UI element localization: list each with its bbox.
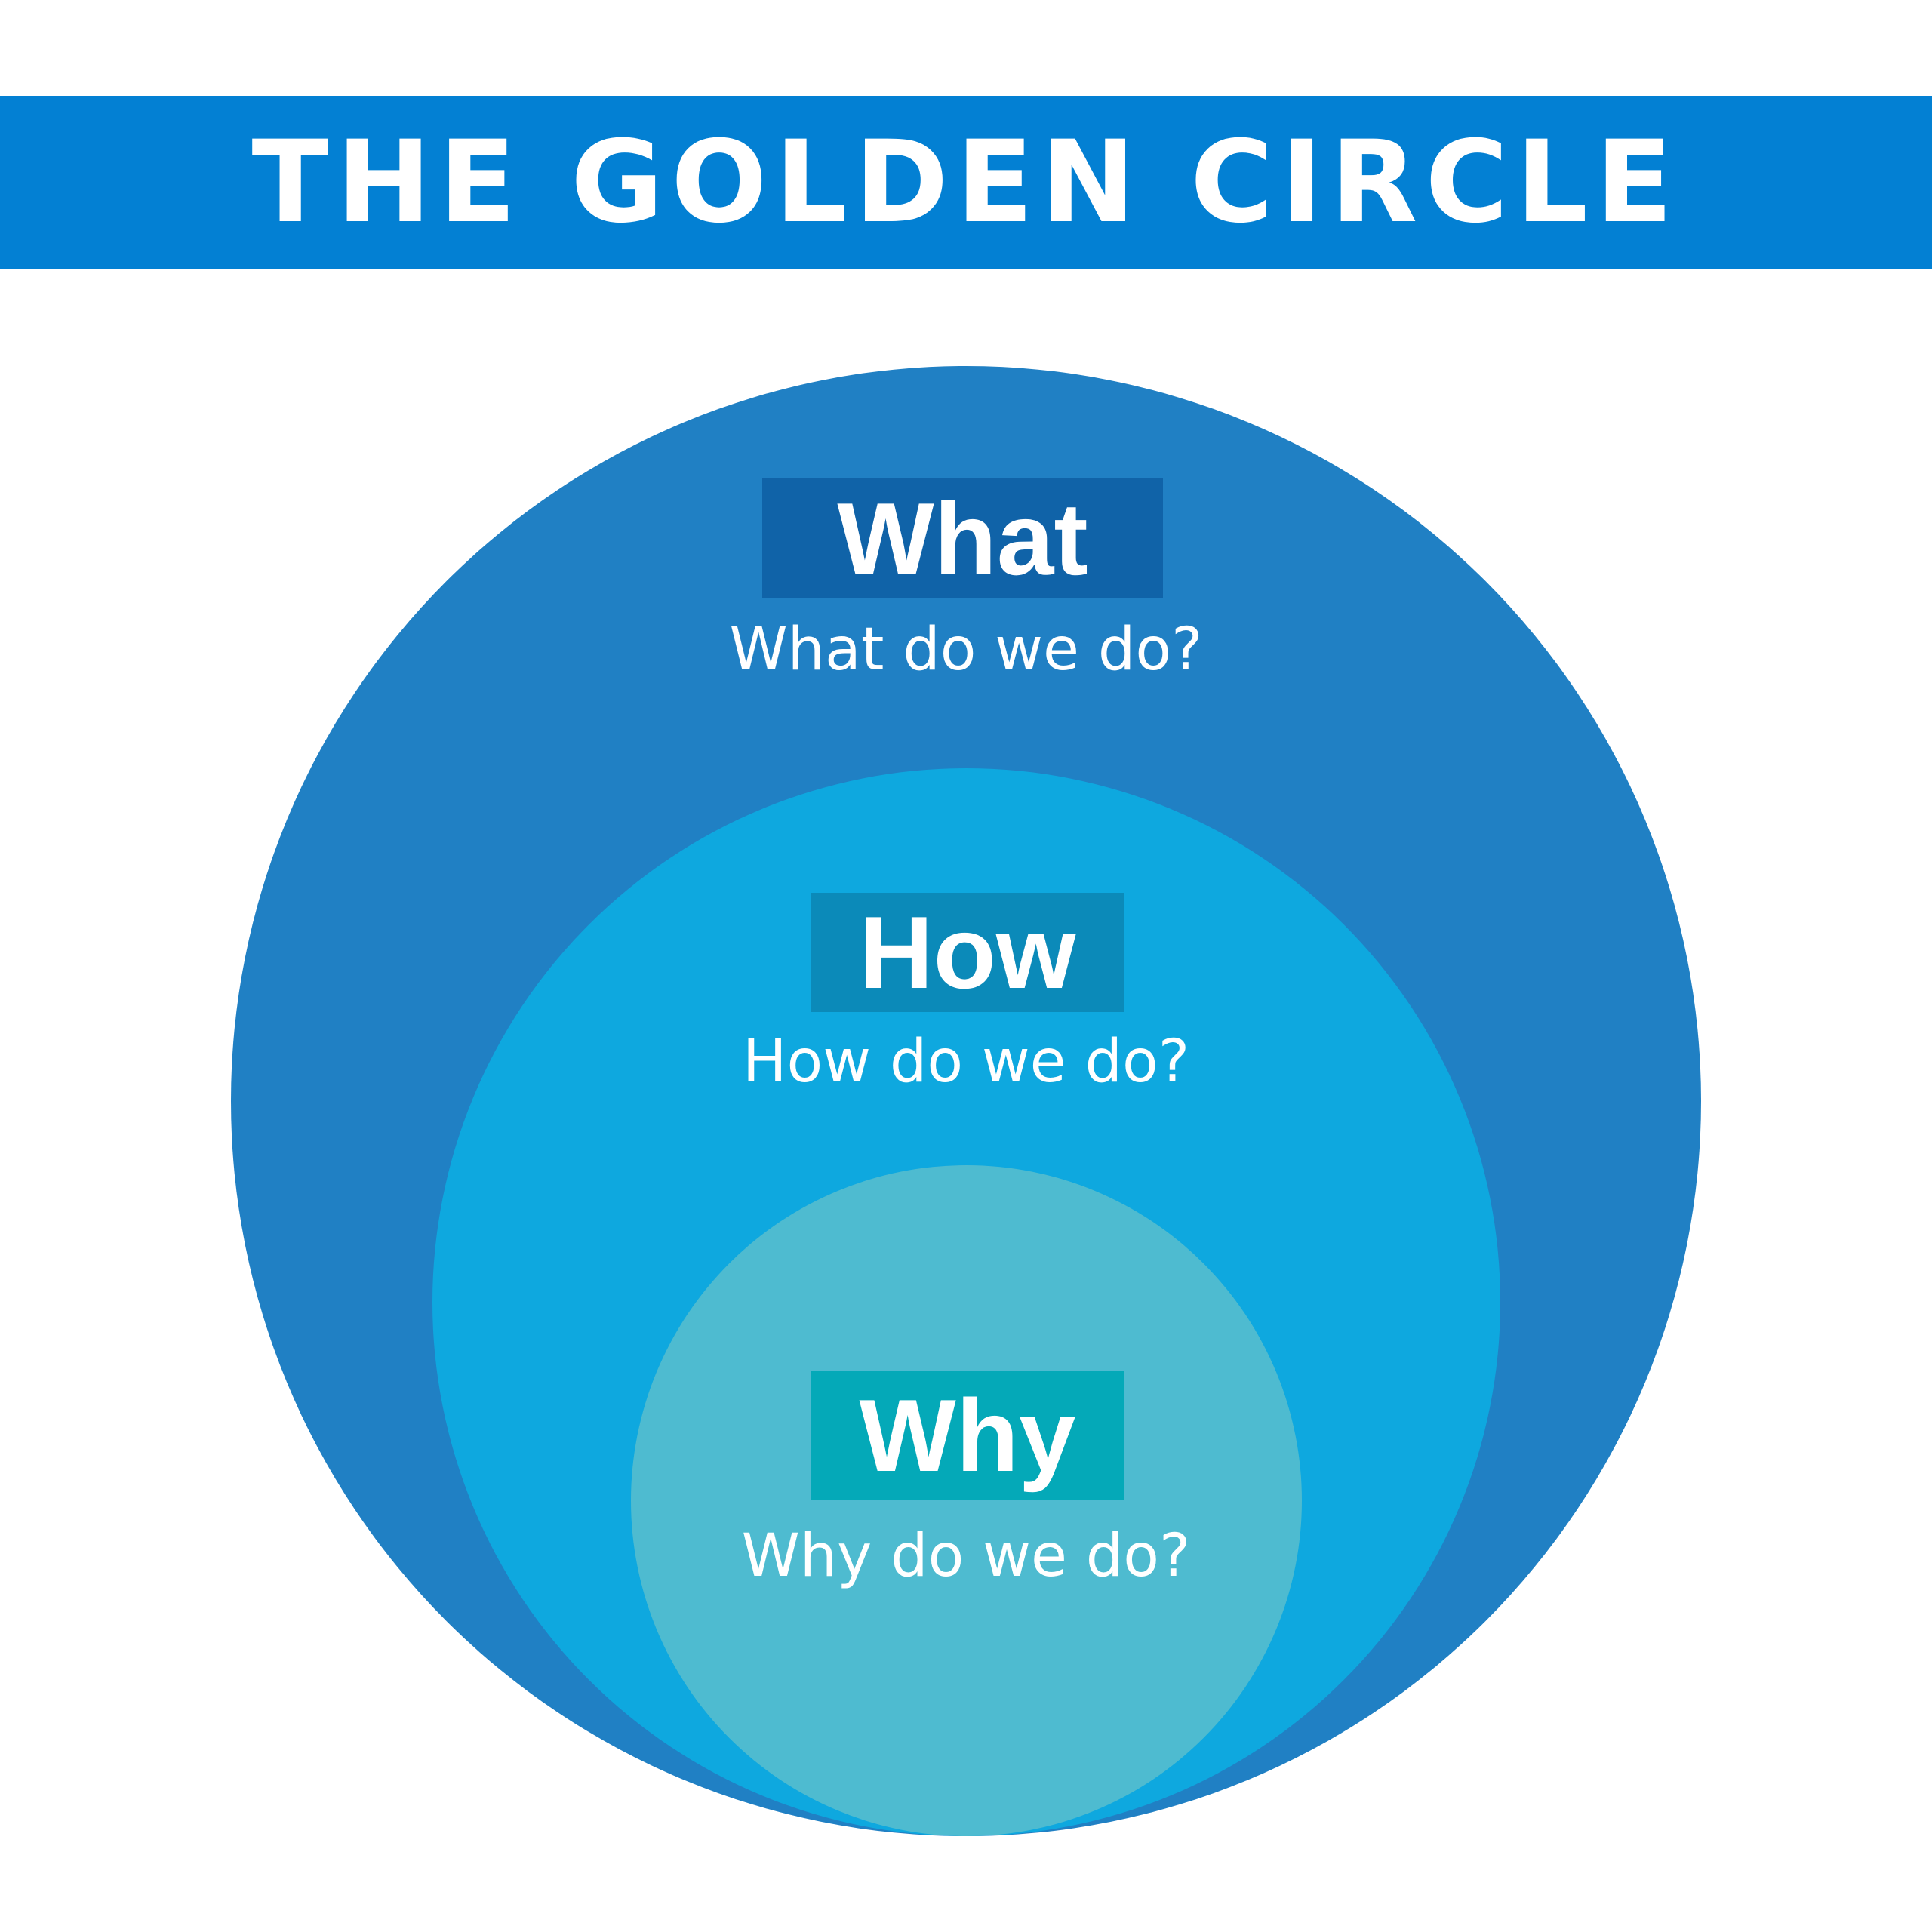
- what-label: What: [762, 478, 1163, 598]
- title-banner: THE GOLDEN CIRCLE: [0, 96, 1932, 269]
- how-label: How: [811, 893, 1124, 1012]
- why-label: Why: [811, 1371, 1124, 1500]
- how-question: How do we do?: [742, 1028, 1190, 1096]
- what-question: What do we do?: [729, 616, 1203, 684]
- why-question: Why do we do?: [741, 1522, 1191, 1590]
- inner-circle-why: [631, 1165, 1302, 1836]
- page-title: THE GOLDEN CIRCLE: [251, 117, 1681, 248]
